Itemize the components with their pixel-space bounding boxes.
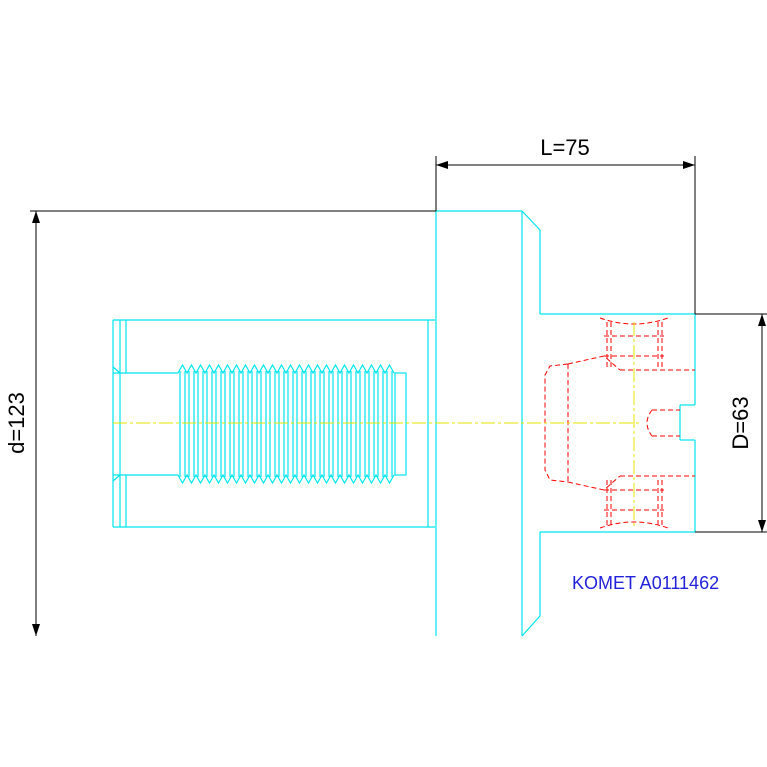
outer-diameter-label: d=123 xyxy=(4,392,29,454)
thread xyxy=(177,363,407,485)
spigot xyxy=(540,313,696,533)
part-outline xyxy=(112,210,696,637)
dimension-lines xyxy=(30,156,767,636)
part-number-label: KOMET A0111462 xyxy=(572,573,719,593)
centerlines xyxy=(113,322,640,528)
bore-diameter-label: D=63 xyxy=(728,396,753,449)
length-label: L=75 xyxy=(540,135,590,160)
